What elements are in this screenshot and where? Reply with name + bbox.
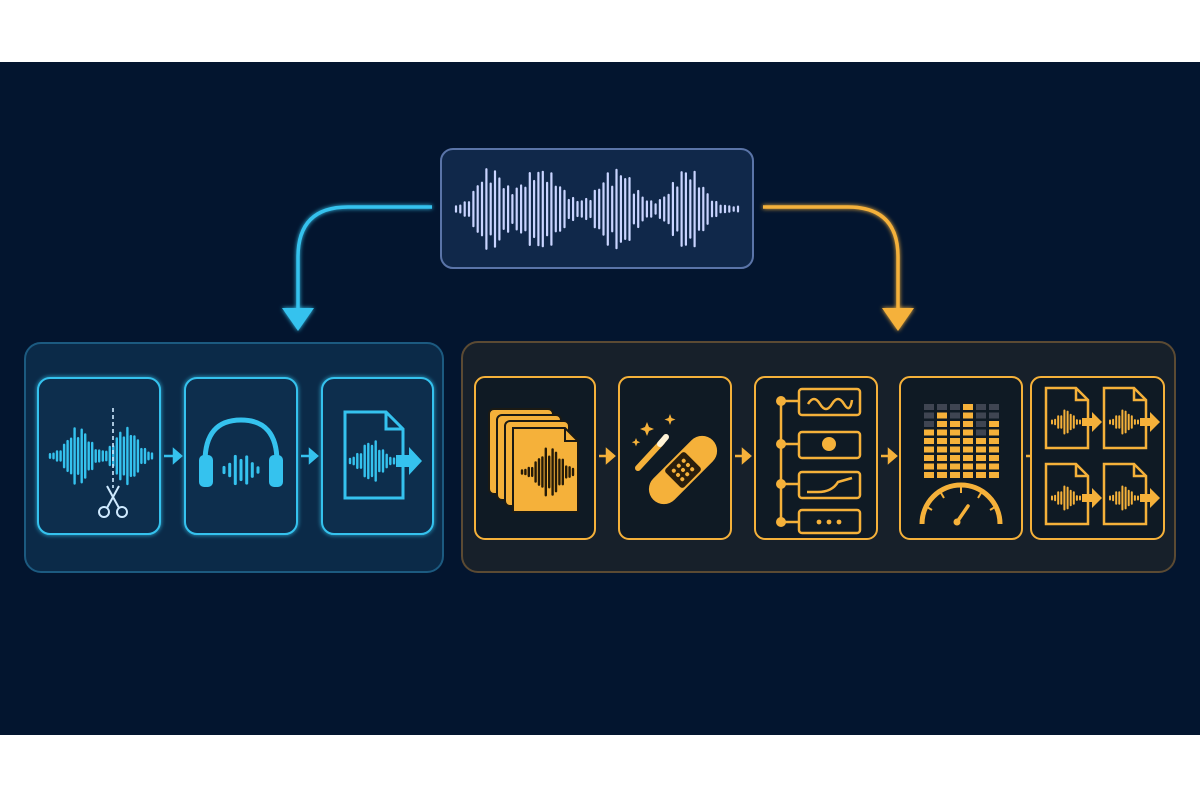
blue-branch-arrow	[282, 205, 432, 331]
effects-chain-step	[754, 376, 878, 540]
multi-file-export-icon	[1044, 386, 1160, 526]
repair-step	[618, 376, 732, 540]
waveform-scissors-icon	[48, 408, 154, 518]
step-arrow	[301, 447, 319, 465]
step-arrow	[164, 447, 183, 465]
source-audio-box	[440, 148, 754, 269]
level-metering-step	[899, 376, 1023, 540]
step-arrow	[735, 447, 752, 465]
bandage-magic-wand-icon	[631, 414, 718, 505]
level-meter-gauge-icon	[919, 404, 1003, 526]
step-arrow	[881, 447, 898, 465]
waveform-icon	[454, 168, 740, 250]
trim-waveform-step	[37, 377, 161, 535]
effects-chain-icon	[776, 387, 862, 535]
stacked-audio-files-icon	[488, 408, 579, 513]
batch-files-step	[474, 376, 596, 540]
batch-export-step	[1030, 376, 1165, 540]
orange-branch-arrow	[763, 205, 914, 331]
audio-file-export-icon	[343, 410, 422, 500]
headphones-icon	[199, 417, 283, 487]
step-arrow	[599, 447, 616, 465]
export-audio-step	[321, 377, 434, 535]
listen-preview-step	[184, 377, 298, 535]
